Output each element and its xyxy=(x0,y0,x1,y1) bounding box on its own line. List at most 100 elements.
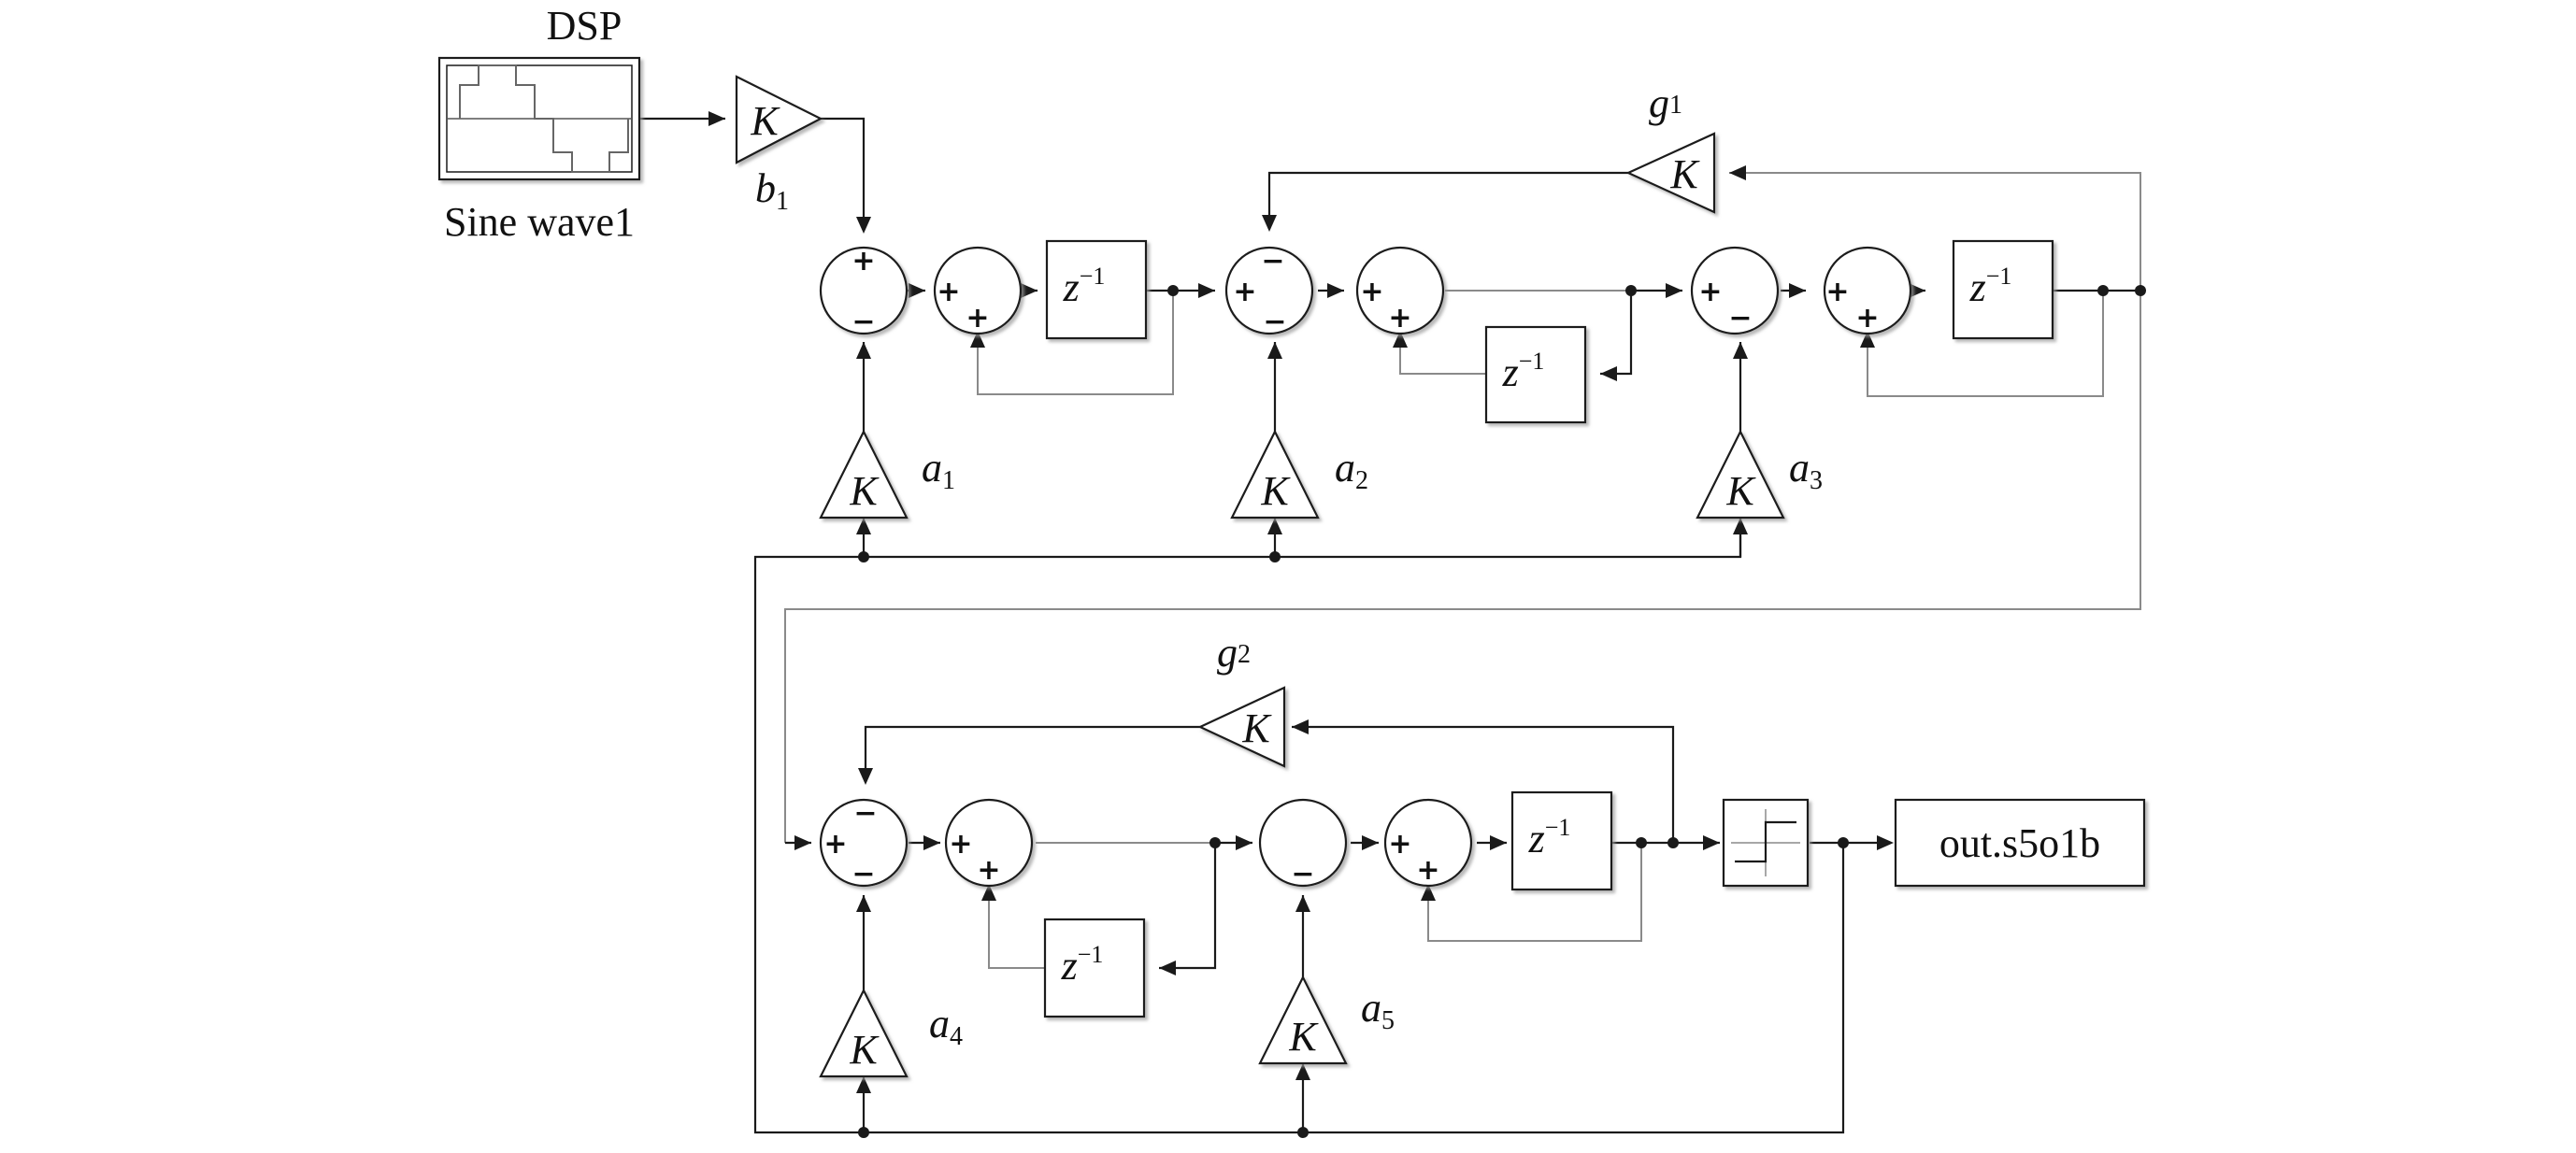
source-label: Sine wave1 xyxy=(444,199,635,245)
arrow-into-sum1-top xyxy=(856,217,871,234)
sum-junction-7[interactable]: − + − xyxy=(819,797,909,890)
arrow-into-sum3 xyxy=(1198,283,1215,298)
gain-g2[interactable]: K g2 xyxy=(1197,630,1286,768)
delay-block-4[interactable]: z−1 xyxy=(1043,918,1146,1018)
gain-a1-symbol: K xyxy=(849,468,880,514)
junction-dot xyxy=(2097,285,2109,296)
output-label: out.s5o1b xyxy=(1939,820,2100,866)
output-block[interactable]: out.s5o1b xyxy=(1894,798,2146,888)
gain-a2-label: a2 xyxy=(1335,445,1368,495)
delay-block-1[interactable]: z−1 xyxy=(1045,239,1148,340)
gain-g2-label: g2 xyxy=(1217,630,1251,676)
gain-a3[interactable]: K a3 xyxy=(1696,429,1823,520)
gain-a5-triangle[interactable] xyxy=(1258,975,1348,1065)
gain-g1[interactable]: K g1 xyxy=(1625,80,1716,214)
gain-g1-triangle[interactable] xyxy=(1625,132,1716,214)
sum-junction-4[interactable]: + + xyxy=(1355,246,1445,335)
gain-a2-triangle[interactable] xyxy=(1230,429,1320,520)
arrow-into-delay1 xyxy=(1021,283,1038,298)
gain-a4-triangle[interactable] xyxy=(819,988,909,1078)
gain-b1-symbol: K xyxy=(750,98,780,144)
sum-junction-5[interactable]: + − xyxy=(1690,246,1780,335)
delay-block-3-box[interactable] xyxy=(1952,239,2054,340)
gain-a1[interactable]: K a1 xyxy=(819,429,955,520)
junction-dot xyxy=(1667,837,1679,848)
delay-block-5[interactable]: z−1 xyxy=(1510,790,1613,891)
arrow-into-delay4 xyxy=(1159,961,1176,975)
arrow-into-a2 xyxy=(1267,518,1282,534)
sum-junction-3-circle[interactable] xyxy=(1224,246,1314,335)
delay-block-5-box[interactable] xyxy=(1510,790,1613,891)
arrow-into-sum1-bottom xyxy=(856,342,871,359)
sum-junction-6[interactable]: + + xyxy=(1823,246,1912,335)
wire-stage1-to-stage2 xyxy=(784,291,2141,843)
sum-junction-10[interactable]: + + xyxy=(1383,798,1473,888)
arrow-into-a4 xyxy=(856,1076,871,1093)
gain-a4[interactable]: K a4 xyxy=(819,988,963,1078)
sum-sign-plus: + xyxy=(977,854,1000,887)
arrow-into-g1 xyxy=(1729,165,1746,180)
sum-sign-minus: − xyxy=(853,797,877,830)
relay-step-icon xyxy=(1735,820,1796,863)
sum-junction-10-circle[interactable] xyxy=(1383,798,1473,888)
sum-junction-3[interactable]: − + − xyxy=(1224,245,1314,338)
sum-sign-minus: − xyxy=(1263,306,1286,338)
delay-block-1-box[interactable] xyxy=(1045,239,1148,340)
gain-a5[interactable]: K a5 xyxy=(1258,975,1395,1065)
sum-sign-plus: + xyxy=(1825,276,1849,308)
delay-block-4-box[interactable] xyxy=(1043,918,1146,1018)
gain-g2-triangle[interactable] xyxy=(1197,686,1286,768)
gain-a1-triangle[interactable] xyxy=(819,429,909,520)
sum-sign-plus: + xyxy=(1233,276,1256,308)
gain-a5-symbol: K xyxy=(1288,1014,1319,1060)
arrow-into-a1 xyxy=(856,518,871,534)
sum-junction-2[interactable]: + + xyxy=(933,246,1023,335)
gain-a2[interactable]: K a2 xyxy=(1230,429,1368,520)
gain-b1[interactable]: K b1 xyxy=(735,75,823,216)
arrow-into-output xyxy=(1877,835,1894,850)
delay-block-3[interactable]: z−1 xyxy=(1952,239,2054,340)
gain-a5-label: a5 xyxy=(1361,985,1395,1035)
arrow-into-sum6-bottom xyxy=(1860,331,1875,348)
sum-junction-7-circle[interactable] xyxy=(819,798,909,888)
wire-g1-to-sum3 xyxy=(1267,171,1628,224)
arrow-into-quantizer xyxy=(1703,835,1720,850)
sum-sign-minus: − xyxy=(852,306,875,338)
junction-dot xyxy=(1209,837,1221,848)
arrow-into-sum2-bottom xyxy=(970,331,985,348)
sum-junction-8-circle[interactable] xyxy=(944,798,1034,888)
sum-junction-6-circle[interactable] xyxy=(1823,246,1912,335)
arrow-into-a5 xyxy=(1295,1063,1310,1080)
sum-junction-4-circle[interactable] xyxy=(1355,246,1445,335)
gain-b1-triangle[interactable] xyxy=(735,75,823,164)
sum-sign-plus: + xyxy=(937,276,960,308)
source-title: DSP xyxy=(547,3,623,49)
quantizer-block[interactable] xyxy=(1722,798,1810,888)
sum-junction-8[interactable]: + + xyxy=(944,798,1034,888)
sum-sign-minus: − xyxy=(1291,858,1314,890)
junction-dot xyxy=(858,551,869,562)
gain-a3-triangle[interactable] xyxy=(1696,429,1785,520)
sum-junction-1-circle[interactable] xyxy=(819,246,909,335)
sum-sign-plus: + xyxy=(1360,276,1383,308)
delay-block-2-box[interactable] xyxy=(1484,325,1587,424)
sum-junction-2-circle[interactable] xyxy=(933,246,1023,335)
arrow-into-sum5 xyxy=(1666,283,1682,298)
sum-sign-minus: − xyxy=(1728,302,1752,335)
delay-block-2[interactable]: z−1 xyxy=(1484,325,1587,424)
junction-dot xyxy=(1297,1127,1309,1138)
sum-junction-1[interactable]: + − xyxy=(819,245,909,338)
wire-node5-to-delay4 xyxy=(1159,843,1217,970)
sum-junction-9-circle[interactable] xyxy=(1258,798,1348,888)
sine-wave-source[interactable]: DSP Sine wave1 xyxy=(437,3,641,245)
wire-node2-to-delay2 xyxy=(1600,291,1633,376)
junction-dot xyxy=(1625,285,1637,296)
gain-a3-label: a3 xyxy=(1789,445,1823,495)
gain-g1-symbol: K xyxy=(1669,151,1700,197)
output-box[interactable] xyxy=(1894,798,2146,888)
arrow-into-g2 xyxy=(1292,719,1309,734)
arrow-into-delay3 xyxy=(1909,283,1925,298)
junction-dot xyxy=(1167,285,1179,296)
sum-junction-9[interactable]: − xyxy=(1258,798,1348,890)
sum-junction-5-circle[interactable] xyxy=(1690,246,1780,335)
